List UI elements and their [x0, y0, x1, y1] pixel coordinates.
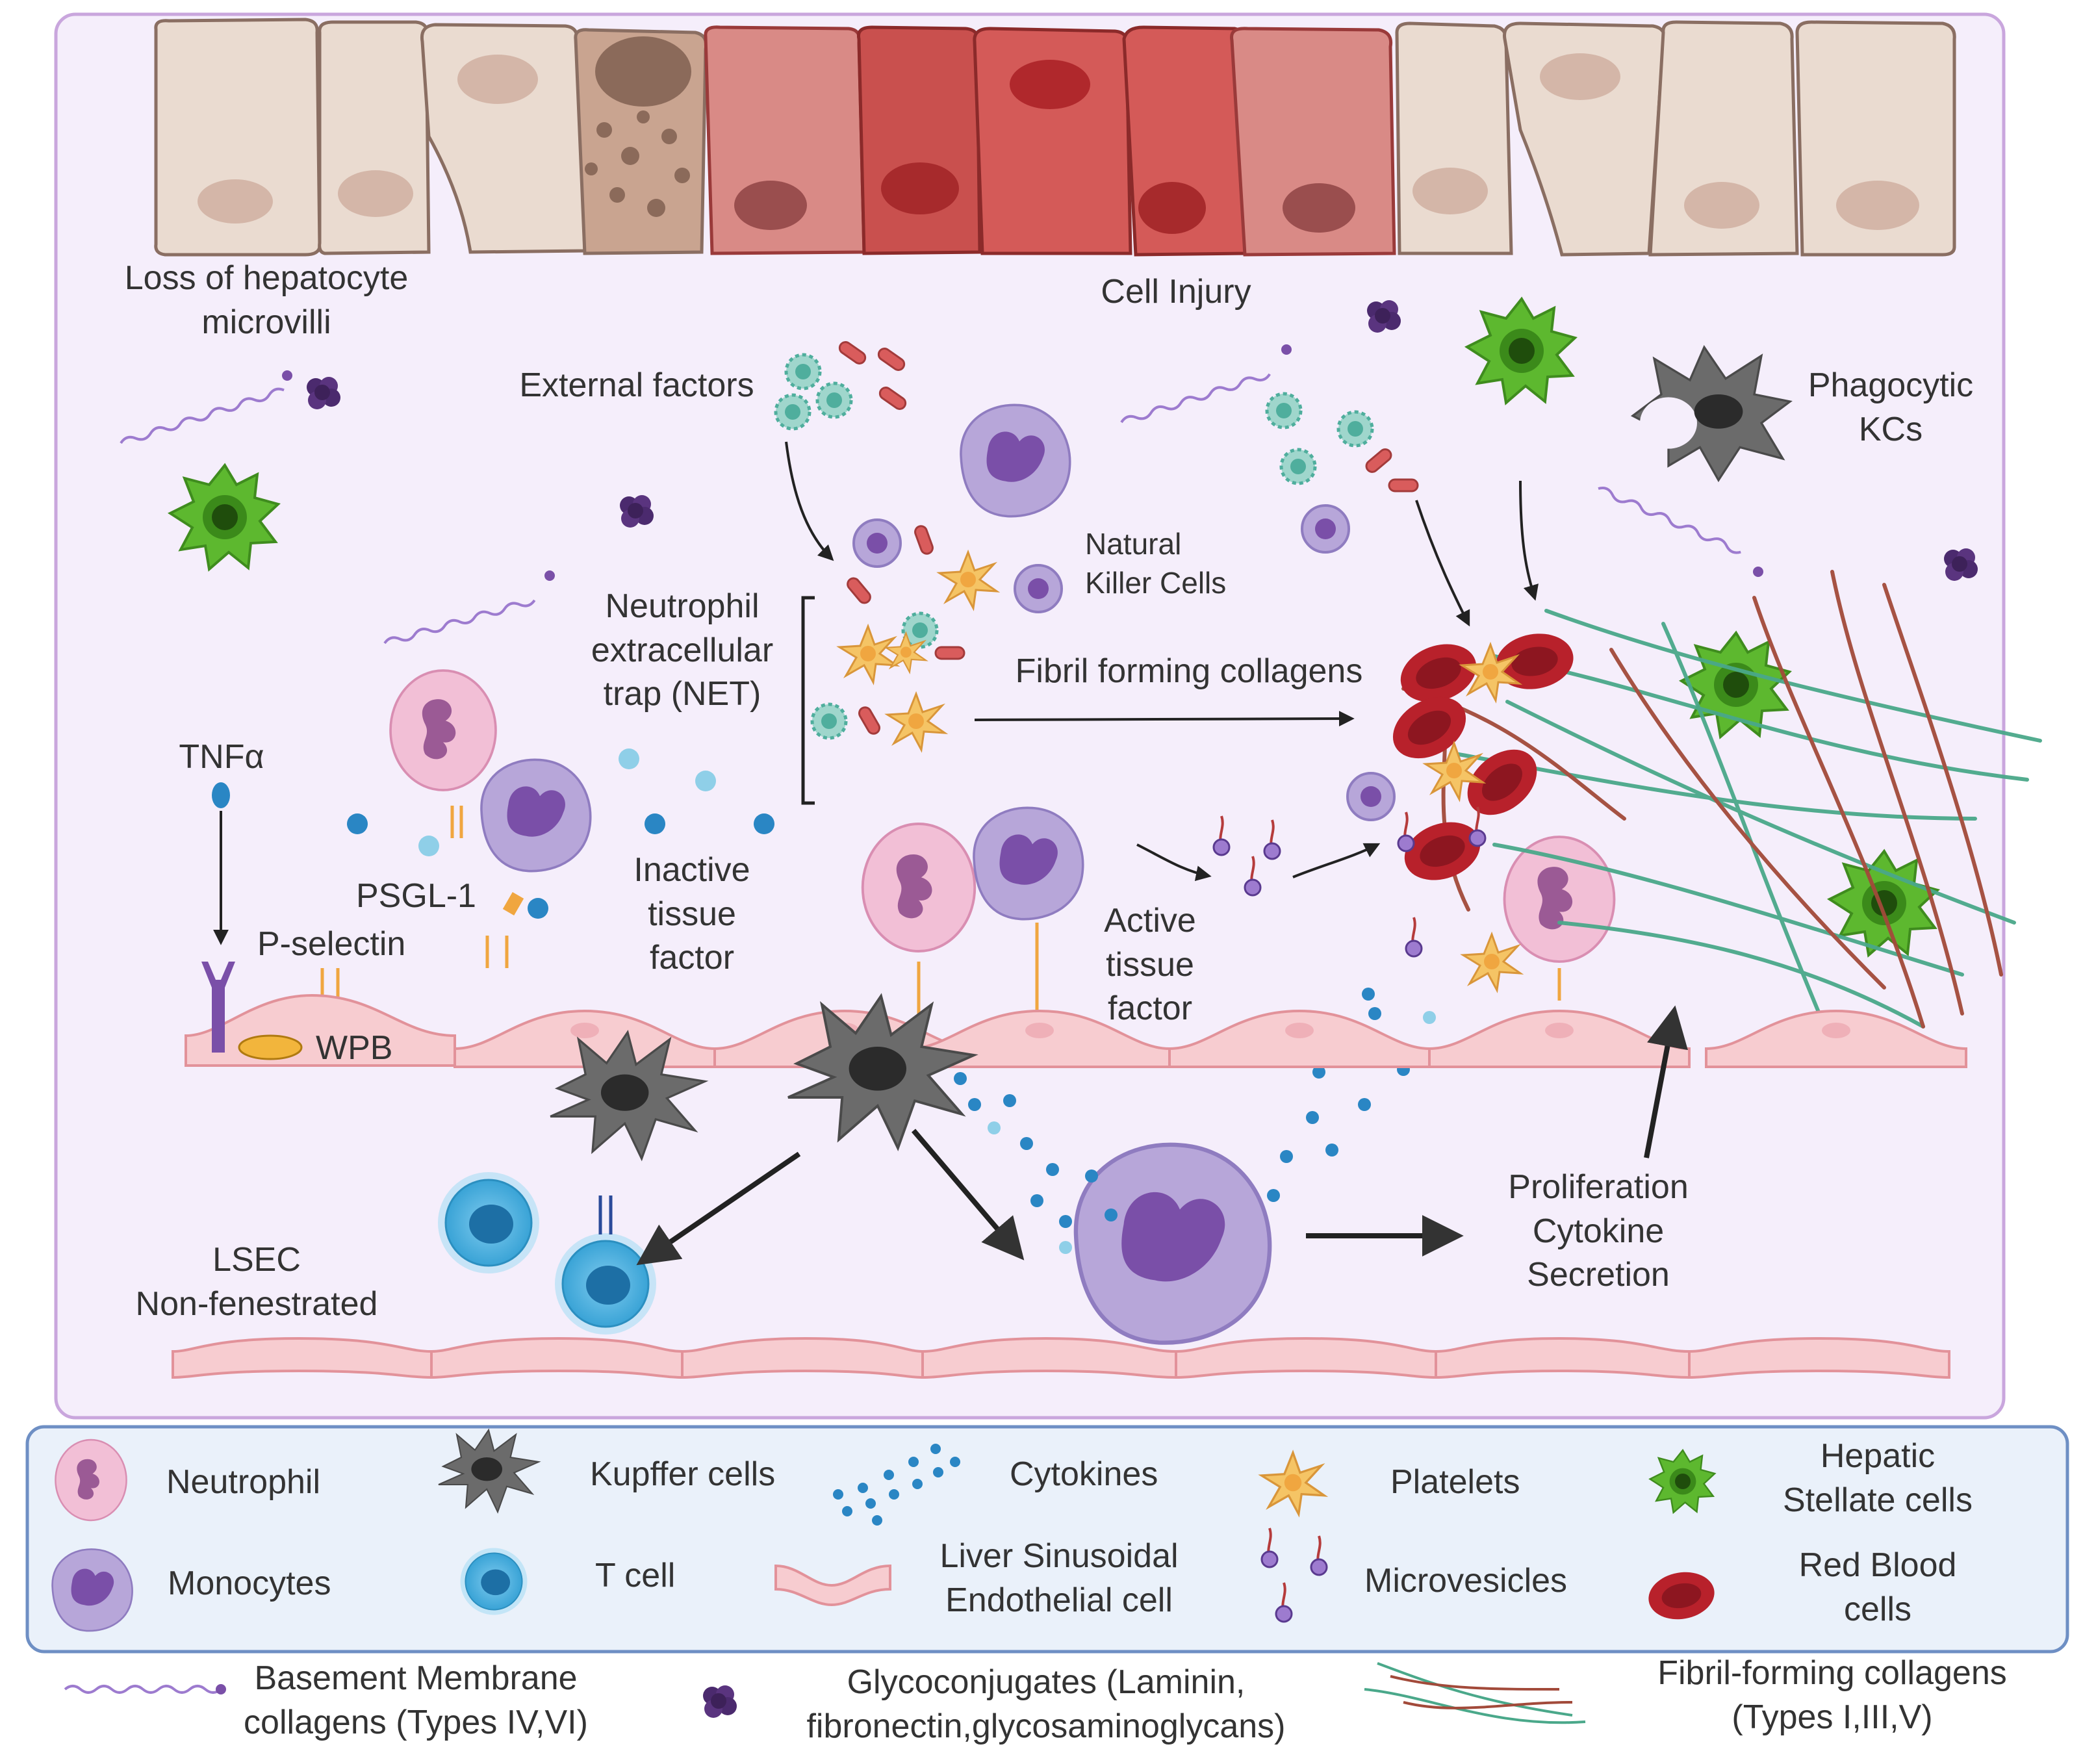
- label-lsec: LSEC Non-fenestrated: [97, 1238, 416, 1326]
- label-prolif-line1: Proliferation: [1508, 1168, 1689, 1206]
- legend-basement: Basement Membrane collagens (Types IV,VI): [208, 1657, 624, 1745]
- label-cell-injury: Cell Injury: [1101, 273, 1251, 311]
- label-tnfa: TNFα: [179, 738, 264, 776]
- legend-glyco-line2: fibronectin,glycosaminoglycans): [806, 1707, 1286, 1745]
- label-inactive-line1: Inactive: [633, 851, 750, 889]
- label-loss-microvilli-line2: microvilli: [201, 303, 331, 341]
- legend-tcell: T cell: [595, 1557, 676, 1594]
- legend-basement-line1: Basement Membrane: [254, 1659, 578, 1697]
- label-net: Neutrophil extracellular trap (NET): [559, 585, 806, 717]
- legend-fibril-line2: (Types I,III,V): [1732, 1698, 1933, 1736]
- label-active-line1: Active: [1104, 902, 1196, 940]
- label-loss-microvilli-line1: Loss of hepatocyte: [124, 259, 409, 297]
- legend-rbc: Red Blood cells: [1754, 1544, 2001, 1631]
- label-prolif-line3: Secretion: [1527, 1256, 1670, 1294]
- label-phagocytic-line2: KCs: [1858, 410, 1923, 448]
- legend-glyco-line1: Glycoconjugates (Laminin,: [847, 1663, 1246, 1701]
- label-external-factors: External factors: [519, 366, 754, 404]
- label-nk-line1: Natural: [1085, 527, 1182, 561]
- label-p-selectin: P-selectin: [257, 925, 406, 963]
- legend-basement-line2: collagens (Types IV,VI): [244, 1703, 588, 1741]
- label-loss-microvilli: Loss of hepatocyte microvilli: [84, 257, 448, 344]
- label-active-line3: factor: [1107, 990, 1193, 1028]
- legend-glyco: Glycoconjugates (Laminin, fibronectin,gly…: [767, 1661, 1325, 1748]
- legend-stellate-line2: Stellate cells: [1783, 1481, 1973, 1519]
- label-net-line3: trap (NET): [603, 675, 761, 713]
- label-net-line1: Neutrophil: [605, 587, 760, 625]
- label-active-line2: tissue: [1106, 945, 1194, 984]
- legend-cytokines: Cytokines: [1010, 1455, 1158, 1493]
- label-fibril-forming: Fibril forming collagens: [1015, 652, 1363, 690]
- legend-monocytes: Monocytes: [168, 1565, 331, 1602]
- legend-fibril: Fibril-forming collagens (Types I,III,V): [1611, 1652, 2053, 1739]
- label-inactive-tf: Inactive tissue factor: [598, 849, 786, 980]
- legend-kupffer: Kupffer cells: [590, 1455, 776, 1493]
- legend-rbc-line2: cells: [1843, 1590, 1912, 1628]
- label-wpb: WPB: [316, 1029, 393, 1067]
- label-active-tf: Active tissue factor: [1066, 899, 1234, 1031]
- label-phagocytic-line1: Phagocytic: [1808, 366, 1974, 404]
- label-psgl1: PSGL-1: [356, 877, 476, 915]
- label-lsec-line2: Non-fenestrated: [135, 1285, 378, 1323]
- label-lsec-line1: LSEC: [212, 1241, 301, 1279]
- label-net-line2: extracellular: [591, 631, 774, 669]
- legend-lsec-line1: Liver Sinusoidal: [939, 1537, 1179, 1575]
- label-inactive-line2: tissue: [648, 895, 736, 933]
- legend-lsec-line2: Endothelial cell: [945, 1581, 1173, 1619]
- label-prolif-line2: Cytokine: [1532, 1212, 1665, 1250]
- label-inactive-line3: factor: [649, 939, 735, 977]
- legend-fibril-line1: Fibril-forming collagens: [1657, 1654, 2007, 1692]
- legend-platelets: Platelets: [1390, 1463, 1520, 1501]
- legend-rbc-line1: Red Blood: [1798, 1546, 1957, 1584]
- label-nk-line2: Killer Cells: [1085, 565, 1227, 600]
- legend-microvesicles: Microvesicles: [1364, 1562, 1568, 1600]
- legend-neutrophil: Neutrophil: [166, 1463, 321, 1501]
- legend-stellate-line1: Hepatic: [1820, 1437, 1936, 1475]
